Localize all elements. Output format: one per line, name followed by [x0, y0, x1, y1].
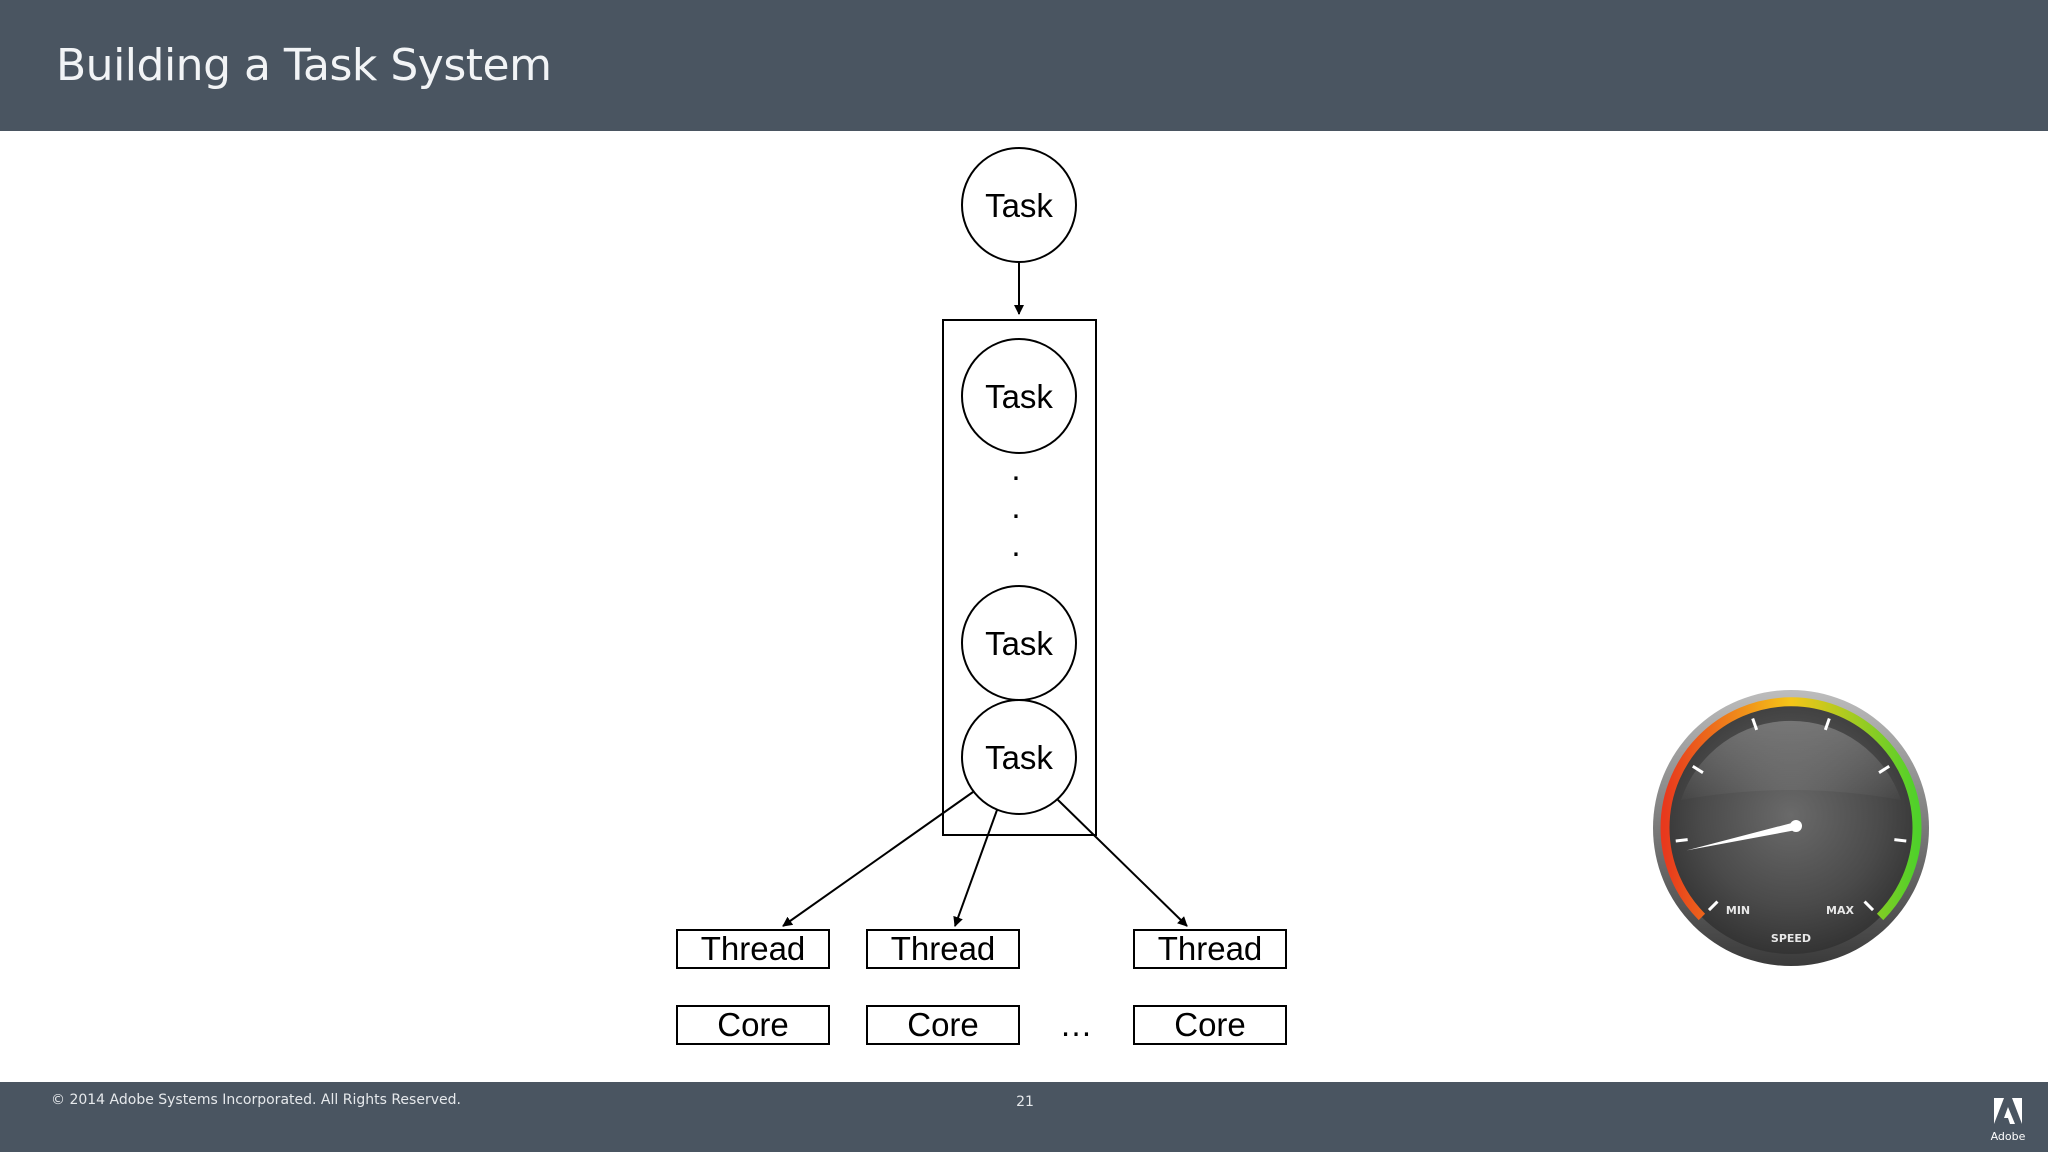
core-box: Core — [1133, 1005, 1287, 1045]
slide-title: Building a Task System — [56, 40, 552, 91]
gauge-tick — [1894, 838, 1907, 843]
thread-label: Thread — [1158, 930, 1263, 967]
task-label: Task — [985, 739, 1053, 776]
queue-task-node: Task — [961, 585, 1077, 701]
gauge-min-label: MIN — [1726, 904, 1750, 917]
task-circle — [961, 699, 1077, 815]
speed-gauge: MIN MAX SPEED — [1653, 690, 1929, 966]
title-bar: Building a Task System — [0, 0, 2048, 131]
adobe-logo: Adobe — [1988, 1094, 2028, 1144]
ellipsis-dot: . — [1011, 526, 1020, 563]
copyright-text: © 2014 Adobe Systems Incorporated. All R… — [51, 1092, 461, 1108]
task-circle — [961, 338, 1077, 454]
dispatch-arrow-thread-3 — [1056, 798, 1188, 927]
dispatch-arrow-thread-1 — [782, 791, 974, 927]
queue-task-node: Task — [961, 338, 1077, 454]
queue-ellipsis: . . . — [1011, 450, 1020, 563]
core-label: Core — [907, 1006, 979, 1043]
thread-box: Thread — [866, 929, 1020, 969]
gauge-needle — [1686, 822, 1802, 851]
task-label: Task — [985, 625, 1053, 662]
core-label: Core — [1174, 1006, 1246, 1043]
task-queue-box — [942, 319, 1097, 836]
thread-rect — [866, 929, 1020, 969]
core-box: Core — [866, 1005, 1020, 1045]
incoming-task-node: Task — [961, 147, 1077, 263]
gauge-tick — [1675, 838, 1688, 843]
adobe-logo-text: Adobe — [1990, 1130, 2026, 1143]
ellipsis-dot: . — [1011, 450, 1020, 487]
thread-rect — [676, 929, 830, 969]
dispatch-arrow-thread-2 — [953, 809, 998, 927]
footer-bar: © 2014 Adobe Systems Incorporated. All R… — [0, 1082, 2048, 1152]
gauge-color-arc — [1660, 697, 1922, 921]
gauge-tick — [1707, 900, 1719, 912]
thread-rect — [1133, 929, 1287, 969]
core-rect — [866, 1005, 1020, 1045]
gauge-caption: SPEED — [1771, 932, 1811, 945]
gauge-gloss — [1681, 720, 1901, 800]
cores-ellipsis: … — [1060, 1006, 1093, 1043]
page-number: 21 — [1016, 1094, 1034, 1110]
adobe-logo-icon — [1994, 1098, 2022, 1124]
core-rect — [1133, 1005, 1287, 1045]
queue-task-node-front: Task — [961, 699, 1077, 815]
gauge-max-label: MAX — [1826, 904, 1854, 917]
thread-box: Thread — [676, 929, 830, 969]
core-rect — [676, 1005, 830, 1045]
core-label: Core — [717, 1006, 789, 1043]
ellipsis-dot: . — [1011, 488, 1020, 525]
thread-label: Thread — [701, 930, 806, 967]
thread-box: Thread — [1133, 929, 1287, 969]
thread-label: Thread — [891, 930, 996, 967]
task-label: Task — [985, 187, 1053, 224]
task-label: Task — [985, 378, 1053, 415]
core-box: Core — [676, 1005, 830, 1045]
gauge-hub — [1790, 820, 1802, 832]
gauge-tick — [1863, 900, 1875, 912]
